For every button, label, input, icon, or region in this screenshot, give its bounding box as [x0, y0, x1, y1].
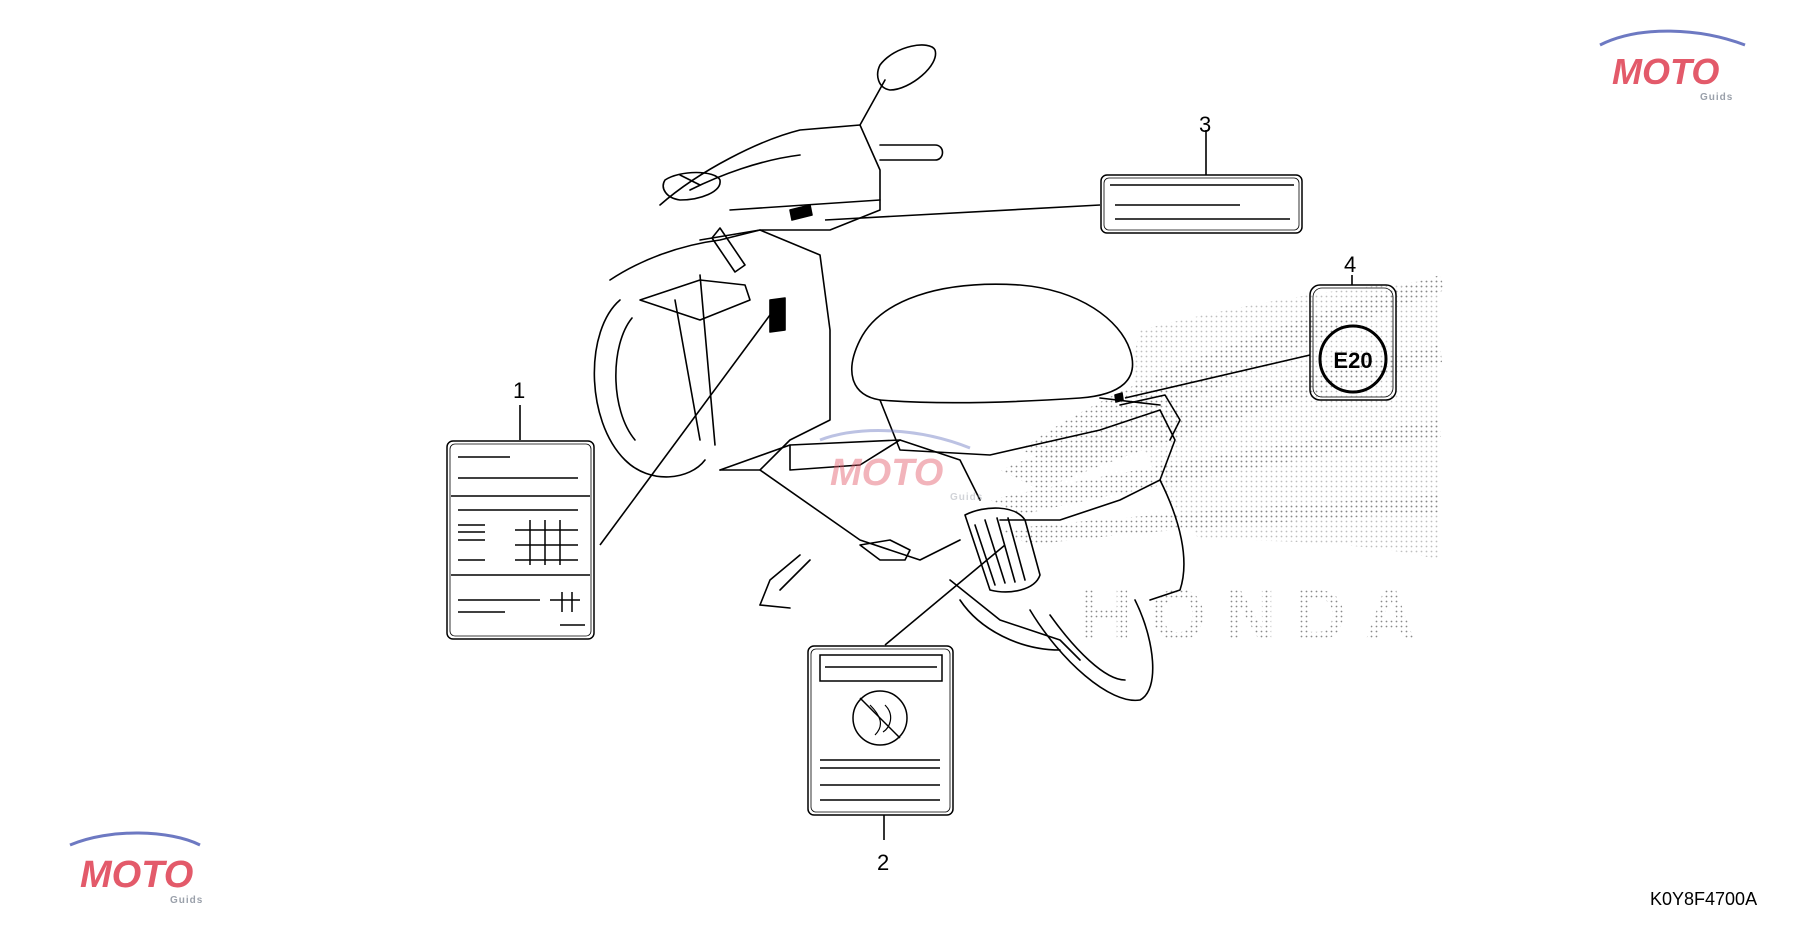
- watermark-sub-center: Guids: [950, 492, 983, 503]
- scooter-drawing: [593, 44, 1185, 702]
- label-4-e20-badge: E20: [1309, 284, 1397, 401]
- watermark-sub-top: Guids: [1700, 92, 1733, 103]
- leader-line-1: [599, 314, 771, 546]
- callout-3-number: 3: [1199, 112, 1211, 137]
- e20-badge-text: E20: [1333, 348, 1372, 373]
- callout-4-number: 4: [1344, 252, 1356, 277]
- no-fire-icon: [852, 690, 908, 746]
- leader-line-2: [884, 544, 1006, 646]
- leader-lines: [519, 130, 1353, 840]
- watermark-logo-bottom-left: MOTO Guids: [69, 831, 203, 906]
- label-2: [807, 645, 954, 816]
- diagram-code: K0Y8F4700A: [1650, 889, 1757, 909]
- watermark-text-center: MOTO: [830, 452, 943, 494]
- label-1: [446, 440, 595, 640]
- watermark-sub-bottom: Guids: [170, 895, 203, 906]
- watermark-text-top: MOTO: [1612, 51, 1719, 92]
- leader-line-4: [1124, 354, 1311, 399]
- callout-2-number: 2: [877, 850, 889, 875]
- watermark-logo-center: MOTO Guids: [819, 429, 983, 503]
- honda-wing-logo: HONDA: [990, 275, 1445, 656]
- watermark-logo-top-right: MOTO Guids: [1599, 29, 1746, 103]
- leader-line-3: [824, 204, 1101, 221]
- label-3: [1100, 174, 1303, 234]
- callout-1-number: 1: [513, 378, 525, 403]
- honda-logo-lettering: HONDA: [1080, 576, 1434, 656]
- watermark-text-bottom: MOTO: [80, 854, 193, 896]
- honda-logo-text: HONDA: [1080, 576, 1434, 656]
